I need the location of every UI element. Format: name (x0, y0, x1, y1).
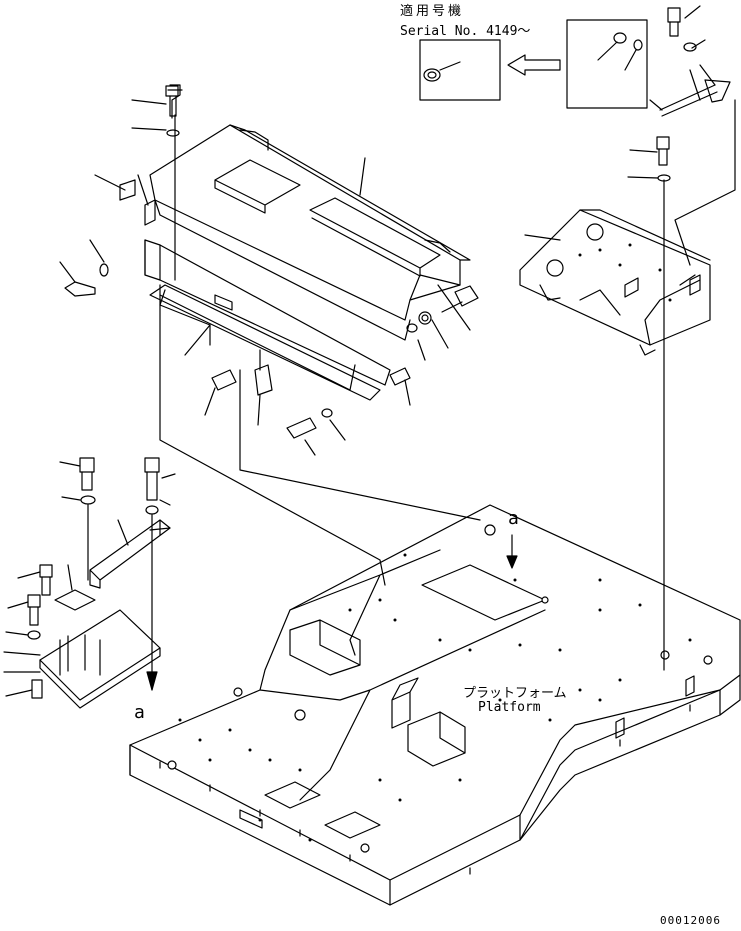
platform-label: Platform (478, 700, 541, 715)
cover-assembly (60, 85, 480, 585)
serial-number-label: Serial No. 4149～ (400, 24, 531, 39)
view-marker-top: a (508, 508, 519, 529)
serial-callout (420, 20, 647, 108)
view-marker-left: a (134, 702, 145, 723)
platform-plate (130, 505, 740, 905)
right-bracket-assembly (520, 6, 735, 670)
applicability-japanese: 適用号機 (400, 4, 465, 19)
left-bracket-assembly (4, 458, 517, 708)
drawing-number: 00012006 (660, 914, 721, 927)
platform-label-japanese: プラットフォーム (463, 686, 567, 701)
